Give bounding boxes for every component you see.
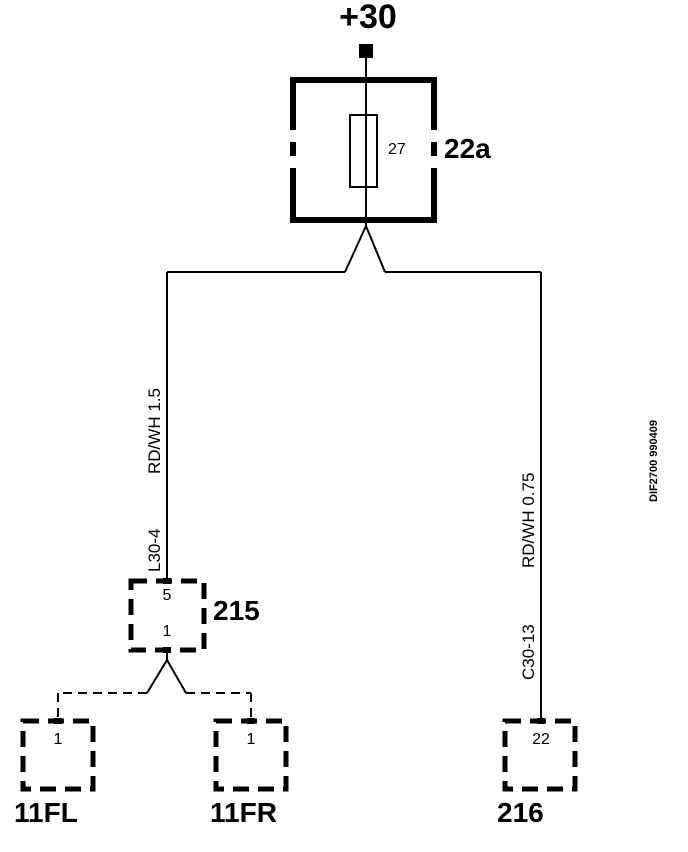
connector-11fl-id: 11FL <box>14 797 78 828</box>
main-split <box>167 220 541 273</box>
wire-right-color-size: RD/WH 0.75 <box>519 473 538 568</box>
connector-215-pin-mark-top <box>163 578 171 584</box>
connector-215-pin-bottom: 1 <box>163 623 172 640</box>
wire-right-circuit: C30-13 <box>519 624 538 680</box>
wire-left-circuit: L30-4 <box>145 529 164 572</box>
supply-terminal <box>359 44 373 58</box>
fuse-number: 27 <box>388 141 406 158</box>
connector-11fr-pin: 1 <box>247 731 256 748</box>
connector-11fr-pin-mark <box>247 718 255 724</box>
connector-216-id: 216 <box>497 797 544 828</box>
connector-215-pin-top: 5 <box>163 587 172 604</box>
connector-216-pin-mark <box>537 718 545 724</box>
split-215 <box>146 653 187 694</box>
connector-11fl-pin: 1 <box>54 731 63 748</box>
wire-left-color-size: RD/WH 1.5 <box>145 388 164 474</box>
connector-216-pin: 22 <box>532 731 550 748</box>
dashed-branches <box>57 692 252 720</box>
connector-215-pin-mark-bottom <box>163 647 171 653</box>
connector-215-id: 215 <box>213 595 260 626</box>
fuse-box <box>290 77 437 223</box>
fuse-symbol <box>349 114 378 188</box>
connector-11fr-id: 11FR <box>210 797 277 828</box>
supply-label: +30 <box>339 0 397 36</box>
fuse-box-id: 22a <box>444 133 491 164</box>
connector-11fl-pin-mark <box>54 718 62 724</box>
diagram-code: DIF2700 990409 <box>648 420 660 502</box>
